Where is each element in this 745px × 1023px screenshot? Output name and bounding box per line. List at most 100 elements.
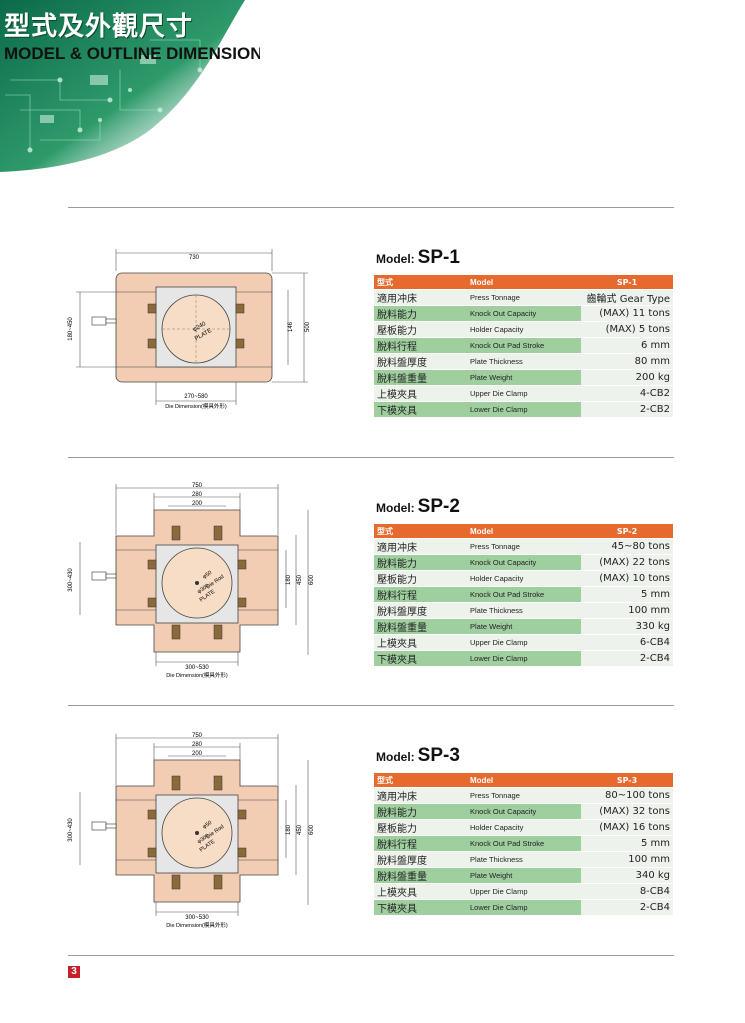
table-cell: Lower Die Clamp <box>460 650 581 668</box>
table-cell: Plate Weight <box>460 369 581 387</box>
table-cell: 8-CB4 <box>581 883 673 901</box>
table-cell: Press Tonnage <box>460 289 581 307</box>
page-title-english: MODEL & OUTLINE DIMENSIONS <box>4 44 260 63</box>
dimension-left: 300~430 <box>68 818 74 842</box>
header-type: 型式 <box>374 524 460 540</box>
sp2-outline-diagram: 750 280 200 300~430 180 450 600 φ50 Die … <box>58 480 328 685</box>
table-cell: Lower Die Clamp <box>460 401 581 419</box>
die-dimension-caption: Die Dimension(模具外形) <box>165 402 227 410</box>
model-prefix: Model: <box>376 750 415 764</box>
table-cell: Holder Capacity <box>460 819 581 837</box>
table-cell: 下模夾具 <box>374 650 460 668</box>
table-cell: 脫料行程 <box>374 586 460 604</box>
table-cell: 6 mm <box>581 337 673 355</box>
header-model: Model <box>460 275 581 291</box>
dimension-width: 730 <box>189 255 200 261</box>
dimension-bottom: 300~530 <box>185 915 209 921</box>
table-cell: Plate Thickness <box>460 602 581 620</box>
table-cell: 上模夾具 <box>374 385 460 403</box>
divider <box>68 955 674 956</box>
table-cell: 脫料行程 <box>374 835 460 853</box>
model-name: SP-1 <box>417 247 460 268</box>
dimension-right-outer: 500 <box>305 321 311 332</box>
model-prefix: Model: <box>376 501 415 515</box>
table-cell: (MAX) 11 tons <box>581 305 673 323</box>
dimension-left: 180~450 <box>68 317 74 341</box>
header-model: Model <box>460 524 581 540</box>
table-cell: (MAX) 5 tons <box>581 321 673 339</box>
table-cell: 6-CB4 <box>581 634 673 652</box>
dimension-inner: 200 <box>192 751 203 757</box>
table-cell: 脫料能力 <box>374 803 460 821</box>
header-model-name: SP-2 <box>581 524 673 540</box>
dimension-inner: 200 <box>192 501 203 507</box>
table-cell: Holder Capacity <box>460 321 581 339</box>
model-name: SP-3 <box>417 745 460 766</box>
table-cell: 脫料能力 <box>374 305 460 323</box>
divider <box>68 207 674 208</box>
table-cell: 下模夾具 <box>374 899 460 917</box>
dimension-bottom: 300~530 <box>185 665 209 671</box>
table-cell: Knock Out Pad Stroke <box>460 835 581 853</box>
table-cell: (MAX) 10 tons <box>581 570 673 588</box>
dimension-right: 600 <box>309 574 315 585</box>
table-cell: 340 kg <box>581 867 673 885</box>
dimension-bottom: 270~580 <box>184 394 208 400</box>
table-cell: (MAX) 32 tons <box>581 803 673 821</box>
table-cell: (MAX) 16 tons <box>581 819 673 837</box>
circle-label: φ50 <box>202 820 213 830</box>
table-cell: Plate Thickness <box>460 353 581 371</box>
dimension-right-inner: 146 <box>288 321 294 332</box>
table-cell: Plate Weight <box>460 867 581 885</box>
table-cell: Upper Die Clamp <box>460 385 581 403</box>
circle-label: φ50 <box>202 570 213 580</box>
table-cell: Knock Out Capacity <box>460 305 581 323</box>
dimension-right: 600 <box>309 824 315 835</box>
table-cell: 上模夾具 <box>374 634 460 652</box>
dimension-width: 750 <box>192 483 203 489</box>
divider <box>68 705 674 706</box>
header-model: Model <box>460 773 581 789</box>
table-cell: 壓板能力 <box>374 819 460 837</box>
table-cell: Knock Out Capacity <box>460 803 581 821</box>
model-name: SP-2 <box>417 496 460 517</box>
page-number-badge: 3 <box>68 966 80 978</box>
die-dimension-caption: Die Dimension(模具外形) <box>166 921 228 929</box>
table-cell: Plate Weight <box>460 618 581 636</box>
table-cell: Upper Die Clamp <box>460 634 581 652</box>
dimension-right: 180 <box>286 824 292 835</box>
table-cell: 適用冲床 <box>374 538 460 556</box>
dimension-right: 180 <box>286 574 292 585</box>
table-cell: 壓板能力 <box>374 570 460 588</box>
header-type: 型式 <box>374 773 460 789</box>
dimension-width: 750 <box>192 733 203 739</box>
table-cell: 2-CB2 <box>581 401 673 419</box>
table-cell: 2-CB4 <box>581 899 673 917</box>
table-cell: 5 mm <box>581 835 673 853</box>
table-cell: 200 kg <box>581 369 673 387</box>
table-cell: 脫料盤重量 <box>374 618 460 636</box>
